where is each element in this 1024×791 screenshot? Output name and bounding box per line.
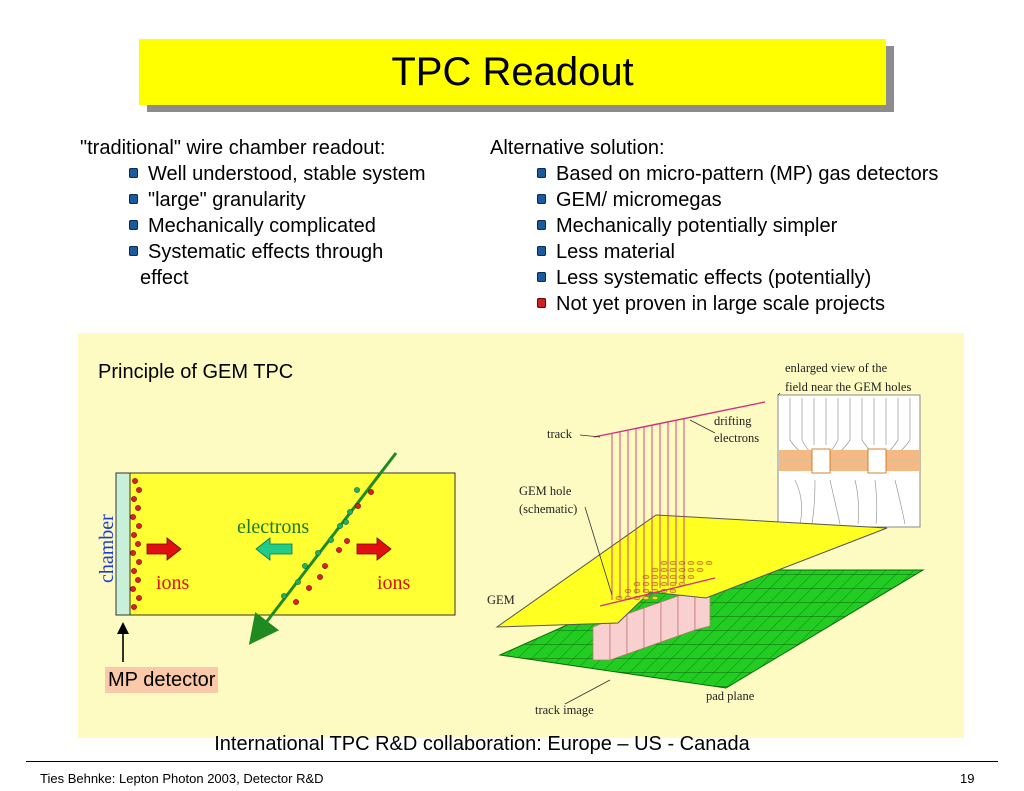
pad-plane-label: pad plane <box>706 689 755 703</box>
enlarged-view-label-line1: enlarged view of the <box>785 361 888 375</box>
gem-hole-2 <box>867 448 887 474</box>
red-bullet-icon <box>537 298 546 308</box>
footer-credit: Ties Behnke: Lepton Photon 2003, Detecto… <box>40 771 324 786</box>
mp-detector-plate <box>115 472 131 616</box>
bullet-icon <box>129 246 138 256</box>
electron-dots <box>281 487 360 599</box>
title-box: TPC Readout <box>139 39 886 105</box>
right-bullet-list: Based on micro-pattern (MP) gas detector… <box>490 161 1010 317</box>
track-image-label: track image <box>535 703 594 717</box>
collaboration-caption: International TPC R&D collaboration: Eur… <box>214 733 750 755</box>
bullet-icon <box>537 220 546 230</box>
page-number: 19 <box>960 771 975 786</box>
ions-right-label: ions <box>377 572 411 594</box>
particle-track <box>248 452 398 645</box>
bullet-icon <box>129 194 138 204</box>
ions-right-arrow <box>356 537 392 561</box>
detector-ions <box>130 478 142 610</box>
gem-foil-top <box>779 450 919 459</box>
left-column: "traditional" wire chamber readout: Well… <box>80 135 480 291</box>
list-item: Not yet proven in large scale projects <box>490 291 1010 317</box>
list-item: Based on micro-pattern (MP) gas detector… <box>490 161 1010 187</box>
electrons-label: electrons <box>237 516 309 538</box>
right-column: Alternative solution: Based on micro-pat… <box>490 135 1010 317</box>
track-projection <box>599 577 716 607</box>
bullet-icon <box>537 272 546 282</box>
avalanche-walls <box>592 585 711 661</box>
leader-lines <box>564 392 781 705</box>
bullet-icon <box>537 194 546 204</box>
left-column-heading: "traditional" wire chamber readout: <box>80 137 386 159</box>
ion-dots <box>293 489 374 605</box>
pointer-arrowhead-icon <box>117 622 129 634</box>
bullet-icon <box>537 168 546 178</box>
list-item: "large" granularity <box>80 187 480 213</box>
footer-divider <box>26 761 998 762</box>
ions-left-label: ions <box>156 572 190 594</box>
gem-foil-bottom <box>779 462 919 471</box>
gem-label: GEM <box>487 593 515 607</box>
list-item: Systematic effects through effect <box>80 239 480 291</box>
mp-detector-label: MP detector <box>105 667 219 693</box>
slide-title: TPC Readout <box>391 49 634 94</box>
left-bullet-list: Well understood, stable system "large" g… <box>80 161 480 291</box>
track-line <box>593 401 766 438</box>
right-column-heading: Alternative solution: <box>490 137 665 159</box>
gem-hole-label-line1: GEM hole <box>519 484 572 498</box>
bullet-icon <box>537 246 546 256</box>
track-label: track <box>547 427 573 441</box>
list-item: Less material <box>490 239 1010 265</box>
gem-hole-label-line2: (schematic) <box>519 502 577 516</box>
gem-hole-1 <box>811 448 831 474</box>
ions-left-arrow <box>146 537 182 561</box>
principle-title: Principle of GEM TPC <box>98 361 294 383</box>
drifting-label-line1: drifting <box>714 414 752 428</box>
bullet-icon <box>129 168 138 178</box>
drift-lines <box>611 418 685 600</box>
list-item: Mechanically complicated <box>80 213 480 239</box>
enlarged-view-label-line2: field near the GEM holes <box>785 380 911 394</box>
chamber-label: chamber <box>96 514 118 583</box>
gem-tpc-illustration: enlarged view of the field near the GEM … <box>487 361 925 717</box>
chamber-schematic: electrons ions ions chamber <box>96 452 456 662</box>
list-item-continuation: effect <box>140 267 189 289</box>
list-item: Mechanically potentially simpler <box>490 213 1010 239</box>
bullet-icon <box>129 220 138 230</box>
electrons-arrow <box>255 537 293 561</box>
list-item: Well understood, stable system <box>80 161 480 187</box>
drifting-label-line2: electrons <box>714 431 759 445</box>
list-item: Less systematic effects (potentially) <box>490 265 1010 291</box>
list-item: GEM/ micromegas <box>490 187 1010 213</box>
